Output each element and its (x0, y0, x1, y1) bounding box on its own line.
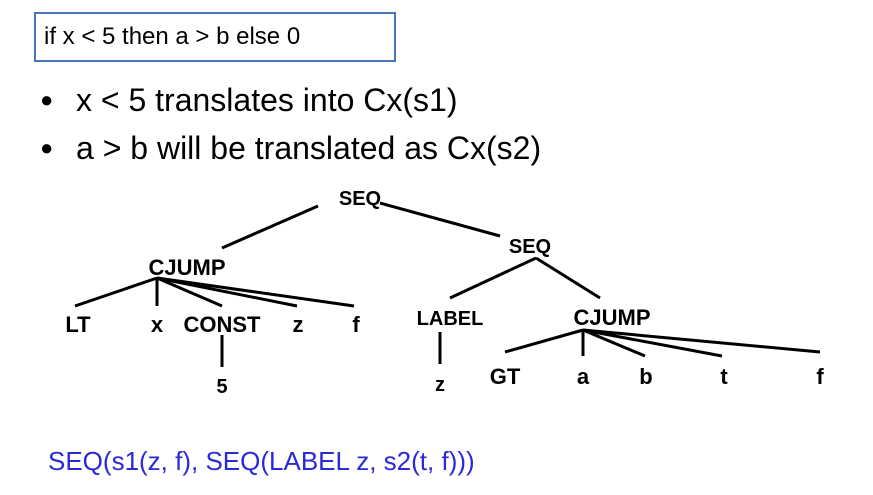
node-f: f (816, 364, 824, 389)
node-const: CONST (184, 312, 262, 337)
node-cjump-2: CJUMP (573, 305, 650, 330)
edge-cjump1-to-lt (74, 276, 158, 308)
bullet-item: ● a > b will be translated as Cx(s2) (40, 124, 541, 172)
result-expression: SEQ(s1(z, f), SEQ(LABEL z, s2(t, f))) (48, 446, 475, 476)
node-gt: GT (490, 364, 521, 389)
edge-seq-inner-to-label (449, 256, 537, 300)
edge-cjump2-to-gt (504, 328, 584, 354)
bullet-item: ● x < 5 translates into Cx(s1) (40, 76, 541, 124)
bullet-text: a > b will be translated as Cx(s2) (76, 129, 542, 166)
node-a: a (577, 364, 590, 389)
edge-cjump2-to-b (582, 328, 646, 358)
edge-cjump2-to-f (582, 328, 821, 354)
edge-seq-inner-to-cjump2 (535, 256, 601, 300)
edge-cjump2-to-t (582, 328, 723, 358)
node-lt: LT (65, 312, 91, 337)
expression-box: if x < 5 then a > b else 0 (34, 12, 396, 62)
node-seq-inner: SEQ (509, 236, 551, 258)
node-z: z (435, 374, 445, 396)
edge-seq-root-to-seq-inner (379, 201, 501, 238)
expression-text: if x < 5 then a > b else 0 (44, 23, 301, 50)
node-x: x (151, 312, 164, 337)
edge-seq-root-to-cjump1 (221, 204, 319, 250)
bullet-list: ● x < 5 translates into Cx(s1) ● a > b w… (40, 76, 541, 172)
node-cjump-1: CJUMP (148, 255, 225, 280)
bullet-dot-icon: ● (40, 87, 54, 112)
node-z: z (293, 312, 304, 337)
node-five: 5 (216, 376, 227, 398)
edge-cjump1-to-const (156, 276, 223, 308)
node-t: t (720, 364, 728, 389)
node-label: LABEL (417, 308, 484, 330)
bullet-text: x < 5 translates into Cx(s1) (76, 81, 458, 118)
edge-cjump1-to-f (156, 276, 355, 308)
node-b: b (639, 364, 652, 389)
node-f: f (352, 312, 360, 337)
node-seq-root: SEQ (339, 188, 381, 210)
bullet-dot-icon: ● (40, 135, 54, 160)
